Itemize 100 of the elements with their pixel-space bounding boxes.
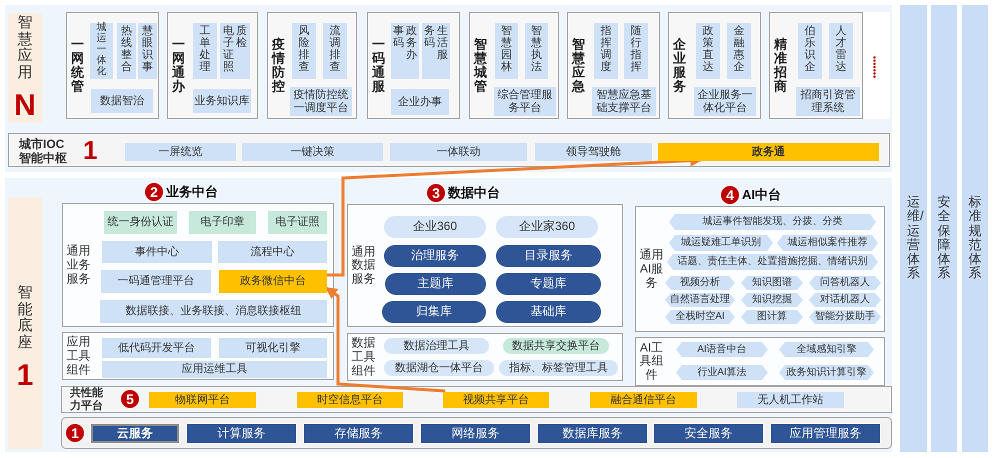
highlight-tile: 政务通 [658,143,879,161]
ai-capability-tag: 城运相似案件推荐 [777,235,878,251]
highlight-tile: 时空信息平台 [297,392,403,408]
application-group-box [367,12,460,119]
row-label: 数据工具组件 [351,336,376,378]
ai-capability-tag: 问答机器人 [809,276,881,290]
data-pill: 治理服务 [384,245,486,267]
module-title: AI中台 [742,186,781,204]
group-title: 疫情防控 [272,36,285,94]
group-title: 精准招商 [774,36,787,94]
function-tile: 事件中心 [102,241,212,263]
data-pill: 企业360 [384,216,486,238]
group-title: 一码通服 [372,36,385,94]
application-group-box [167,12,258,119]
application-group-box [668,12,761,119]
cloud-service-tile: 应用管理服务 [771,424,880,443]
cloud-service-tile: 数据库服务 [538,424,647,443]
layer-number: 1 [83,137,98,163]
support-column: 运维/运营体系 [900,5,927,452]
data-pill: 基础库 [496,301,601,323]
function-tile: 电子证照质检 [220,23,250,79]
function-tile: 应用运维工具 [102,361,327,378]
function-tile: 指挥调度 [594,23,618,79]
layer-title: 智慧应用 [18,15,32,81]
function-tile: 流调排查 [323,23,347,79]
function-tile: 无人机工作站 [737,392,844,408]
data-pill: 数据共享交换平台 [503,338,609,354]
highlight-tile: 物联网平台 [149,392,256,408]
highlight-tile: 融合通信平台 [590,392,697,408]
cloud-service-tile: 安全服务 [654,424,763,443]
layer-number: 1 [16,361,34,391]
arrow [325,286,446,392]
ai-capability-tag: 对话机器人 [809,293,881,307]
layer-band [8,13,42,123]
function-tile: 热线整合 [117,23,136,79]
support-column: 标准规范体系 [962,5,988,452]
ai-capability-tag: 智能分拨助手 [809,310,881,324]
row-label: AI工具组件 [639,340,664,382]
module-panel [347,204,623,327]
function-tile: 低代码开发平台 [102,338,211,358]
function-tile: 一码通管理平台 [101,270,211,293]
platform-tile: 综合管理服务平台 [494,87,556,116]
tool-panel [62,332,334,380]
highlight-tile: 视频共享平台 [443,392,549,408]
ai-capability-tag: 视频分析 [665,276,735,290]
panel-title: 共性能力平台 [68,387,104,412]
function-tile: 一体联动 [390,143,527,161]
function-tile: 慧眼识事 [138,23,157,79]
function-tile: 生活服务码 [422,23,450,79]
platform-tile: 业务知识库 [193,89,251,113]
platform-tile: 招商引资管理系统 [796,87,860,116]
function-tile: 随行指挥 [624,23,648,79]
module-panel [635,206,885,332]
data-pill: 归集库 [382,301,486,323]
platform-panel [61,386,892,413]
number-badge: 1 [66,424,84,442]
group-title: 一网通办 [172,36,185,94]
ai-capability-tag: 城运事件智能发现、分拨、分类 [669,214,876,230]
number-badge: 5 [121,390,139,408]
function-tile: 一屏统览 [125,143,236,161]
cloud-panel [61,417,892,449]
application-group-box [769,12,863,119]
service-tile: 电子证照 [268,211,327,234]
highlight-tile: 政务微信中台 [219,270,327,293]
function-tile: 政务办事码 [391,23,419,79]
function-tile: 伯乐识企 [798,23,822,79]
cloud-service-tile: 存储服务 [304,424,413,443]
function-tile: 领导驾驶舱 [535,143,652,161]
module-title: 业务中台 [166,183,218,201]
layer-title: 智能底座 [18,285,32,351]
ai-capability-tag: 全域感知引擎 [779,342,874,357]
ai-capability-tag: 城运疑难工单识别 [669,235,773,251]
ioc-panel [8,133,890,167]
row-label: 通用AI服务 [639,248,664,290]
function-tile: 智慧执法 [525,23,548,79]
data-pill: 数据治理工具 [384,338,489,354]
function-tile: 工单处理 [193,23,217,79]
function-tile: 政策直达 [696,23,720,79]
platform-tile: 企业办事 [391,89,449,115]
ai-capability-tag: 全栈时空AI [665,310,735,324]
data-pill: 数据湖仓一体平台 [384,360,494,376]
service-tile: 电子印章 [189,211,256,234]
function-tile: 可视化引擎 [219,338,327,358]
application-group-box [469,12,559,119]
function-tile: 风险排查 [292,23,316,79]
data-pill: 目录服务 [496,245,601,267]
application-group-box [567,12,660,119]
module-title: 数据中台 [448,184,500,202]
function-tile: 城运一体化 [90,23,113,79]
ai-capability-tag: 知识挖掘 [741,293,803,307]
function-tile: 流程中心 [218,241,327,263]
ai-capability-tag: 知识图谱 [741,276,803,290]
platform-tile: 疫情防控统一调度平台 [290,87,352,116]
function-tile: 一键决策 [242,143,383,161]
function-tile: 人才雷达 [829,23,853,79]
platform-tile: 企业服务一体化平台 [694,87,756,116]
application-group-box [267,12,357,119]
ai-capability-tag: AI语音中台 [676,342,768,357]
tool-panel [635,337,885,386]
service-tile: 统一身份认证 [104,211,177,234]
